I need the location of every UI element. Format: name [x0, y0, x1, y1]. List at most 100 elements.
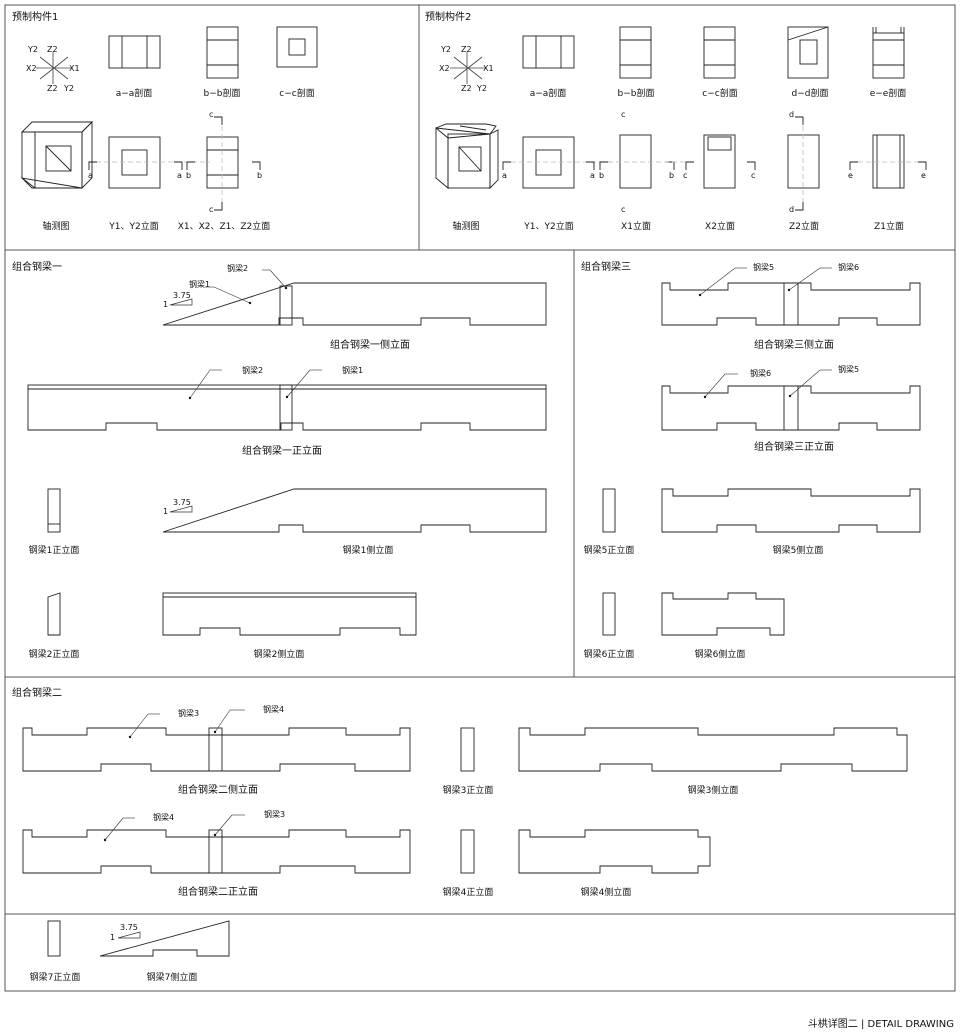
label-combo1-side-b1: 钢梁1 [189, 279, 210, 289]
label-combo1-front-b1: 钢梁1 [342, 365, 363, 375]
prefab1-section-cc [276, 26, 318, 68]
mark2-c-bottom: c [621, 205, 625, 214]
caption-beam5-side: 钢梁5侧立面 [773, 544, 824, 556]
beam7-front-elevation [47, 920, 61, 957]
panel-title-combo3: 组合钢梁三 [581, 260, 631, 273]
caption-prefab2-section-cc: c−c剖面 [702, 87, 737, 99]
beam1-side-elevation: 3.75 1 [162, 488, 547, 533]
mark-c-bottom: c [209, 205, 213, 214]
caption-prefab2-elev-y: Y1、Y2立面 [523, 220, 573, 232]
caption-prefab2-section-aa: a−a剖面 [530, 87, 567, 99]
beam4-side-elevation [518, 829, 711, 874]
label-combo3-front-b5: 钢梁5 [838, 364, 859, 374]
prefab1-section-bb [206, 26, 239, 79]
caption-combo1-side: 组合钢梁一侧立面 [330, 338, 410, 351]
beam1-front-elevation [47, 488, 61, 533]
beam5-front-elevation [602, 488, 616, 533]
mark2-c-top: c [621, 110, 625, 119]
caption-combo2-side: 组合钢梁二侧立面 [178, 783, 258, 796]
prefab1-axonometric [20, 120, 94, 190]
mark2-d-top: d [789, 110, 794, 119]
prefab2-elevation-z2: d d [787, 110, 820, 214]
slope-one-combo1: 1 [163, 300, 168, 309]
caption-beam6-front: 钢梁6正立面 [584, 648, 635, 660]
prefab2-section-ee [872, 27, 905, 79]
axis2-label-z2: Z2 [461, 45, 472, 54]
axis2-label-x1: X1 [483, 64, 494, 73]
beam3-front-elevation [460, 727, 475, 772]
caption-prefab2-section-ee: e−e剖面 [870, 87, 907, 99]
caption-prefab1-section-cc: c−c剖面 [279, 87, 314, 99]
caption-beam3-side: 钢梁3侧立面 [688, 784, 739, 796]
caption-beam2-front: 钢梁2正立面 [29, 648, 80, 660]
panel-title-prefab1: 预制构件1 [12, 10, 58, 23]
caption-beam7-front: 钢梁7正立面 [30, 971, 81, 983]
axis2-label-z2-bottom: Z2 [461, 84, 472, 93]
axis-label-x2: X2 [26, 64, 37, 73]
caption-beam3-front: 钢梁3正立面 [443, 784, 494, 796]
axis-label-x1: X1 [69, 64, 80, 73]
mark2-a-left: a [502, 171, 507, 180]
label-combo2-front-b3: 钢梁3 [264, 809, 285, 819]
caption-prefab1-section-aa: a−a剖面 [116, 87, 153, 99]
label-combo1-side-b2: 钢梁2 [227, 263, 248, 273]
combo1-front-elevation: 钢梁2 钢梁1 [27, 365, 547, 431]
caption-prefab1-elev-y: Y1、Y2立面 [108, 220, 158, 232]
caption-beam1-side: 钢梁1侧立面 [343, 544, 394, 556]
prefab2-axonometric [435, 123, 499, 190]
prefab1-section-aa [108, 35, 161, 69]
caption-beam6-side: 钢梁6侧立面 [695, 648, 746, 660]
caption-prefab2-elev-x1: X1立面 [621, 220, 651, 232]
label-combo2-side-b4: 钢梁4 [263, 704, 284, 714]
axis-label-y2-bottom: Y2 [63, 84, 74, 93]
axis-label-z2-bottom: Z2 [47, 84, 58, 93]
beam6-front-elevation [602, 592, 616, 636]
caption-prefab2-elev-z2: Z2立面 [789, 220, 819, 232]
slope-ratio-beam1: 3.75 [173, 498, 191, 507]
caption-prefab2-section-bb: b−b剖面 [618, 87, 655, 99]
mark2-e-left: e [848, 171, 853, 180]
caption-prefab2-axon: 轴测图 [452, 220, 479, 232]
slope-ratio-beam7: 3.75 [120, 923, 138, 932]
prefab2-elevation-x2: c c [683, 134, 756, 189]
axis2-label-x2: X2 [439, 64, 450, 73]
beam4-front-elevation [460, 829, 475, 874]
panel-title-combo2: 组合钢梁二 [12, 686, 62, 699]
beam7-side-elevation: 3.75 1 [99, 920, 230, 957]
panel-frames [4, 4, 956, 992]
caption-beam5-front: 钢梁5正立面 [584, 544, 635, 556]
caption-prefab2-elev-z1: Z1立面 [874, 220, 904, 232]
prefab1-elevation-y: a a [88, 136, 210, 189]
axis-label-y2: Y2 [27, 45, 38, 54]
mark2-a-right: a [590, 171, 595, 180]
beam3-side-elevation [518, 727, 908, 772]
mark-a-left: a [88, 171, 93, 180]
prefab2-section-bb [619, 26, 652, 79]
caption-beam1-front: 钢梁1正立面 [29, 544, 80, 556]
caption-prefab2-elev-x2: X2立面 [705, 220, 735, 232]
caption-prefab1-section-bb: b−b剖面 [204, 87, 241, 99]
label-combo3-side-b5: 钢梁5 [753, 262, 774, 272]
mark-b-right: b [257, 171, 262, 180]
beam2-side-elevation [162, 592, 417, 636]
combo2-front-elevation: 钢梁4 钢梁3 [22, 809, 411, 874]
mark2-b-left: b [599, 171, 604, 180]
combo1-side-elevation: 钢梁1 钢梁2 3.75 1 [162, 263, 547, 326]
label-combo3-side-b6: 钢梁6 [838, 262, 859, 272]
label-combo1-front-b2: 钢梁2 [242, 365, 263, 375]
label-combo2-front-b4: 钢梁4 [153, 812, 174, 822]
mark2-c-left: c [683, 171, 687, 180]
caption-prefab2-section-dd: d−d剖面 [792, 87, 829, 99]
caption-prefab1-elev-xz: X1、X2、Z1、Z2立面 [178, 220, 271, 232]
prefab1-elevation-xz: c c b b [186, 110, 262, 214]
label-combo2-side-b3: 钢梁3 [178, 708, 199, 718]
prefab2-axis-symbol: Y2 Z2 X2 X1 Z2 Y2 [439, 45, 494, 93]
caption-combo1-front: 组合钢梁一正立面 [242, 444, 322, 457]
mark2-e-right: e [921, 171, 926, 180]
prefab2-elevation-x1: b b c c [599, 110, 690, 214]
axis2-label-y2: Y2 [440, 45, 451, 54]
beam5-side-elevation [661, 488, 921, 533]
slope-ratio-combo1: 3.75 [173, 291, 191, 300]
caption-combo3-side: 组合钢梁三侧立面 [754, 338, 834, 351]
prefab2-elevation-z1: e e [848, 134, 927, 189]
